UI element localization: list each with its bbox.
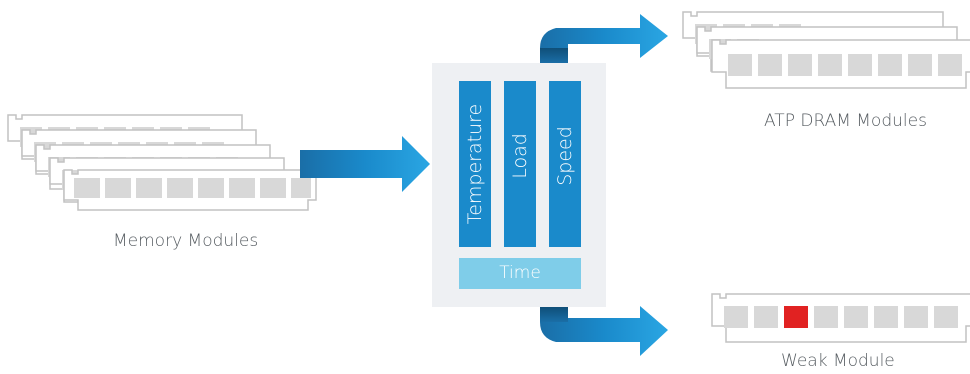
- weak-module: [711, 293, 970, 343]
- atp-module-3: [711, 39, 970, 89]
- chip: [904, 306, 928, 328]
- chip: [724, 306, 748, 328]
- atp-modules-stack: [682, 11, 970, 89]
- weak-module-label: Weak Module: [781, 351, 895, 371]
- temperature-label: Temperature: [464, 103, 486, 225]
- chip: [814, 306, 838, 328]
- load-label: Load: [509, 133, 531, 179]
- temperature-bar: [459, 81, 491, 247]
- input-arrow: [300, 136, 430, 192]
- memory-modules-stack: [7, 114, 317, 211]
- faulty-chip: [784, 306, 808, 328]
- load-bar: [504, 81, 536, 247]
- atp-modules-label: ATP DRAM Modules: [764, 111, 927, 131]
- time-bar: [459, 258, 581, 289]
- chip: [754, 306, 778, 328]
- chip: [844, 306, 868, 328]
- fail-arrow: [540, 306, 668, 356]
- memory-module-5: [63, 169, 317, 211]
- chip: [934, 306, 958, 328]
- speed-label: Speed: [554, 126, 576, 186]
- tester-panel: [432, 63, 606, 307]
- time-label: Time: [499, 263, 541, 283]
- memory-modules-label: Memory Modules: [113, 231, 259, 251]
- chip: [874, 306, 898, 328]
- pass-arrow: [540, 14, 668, 63]
- speed-bar: [549, 81, 581, 247]
